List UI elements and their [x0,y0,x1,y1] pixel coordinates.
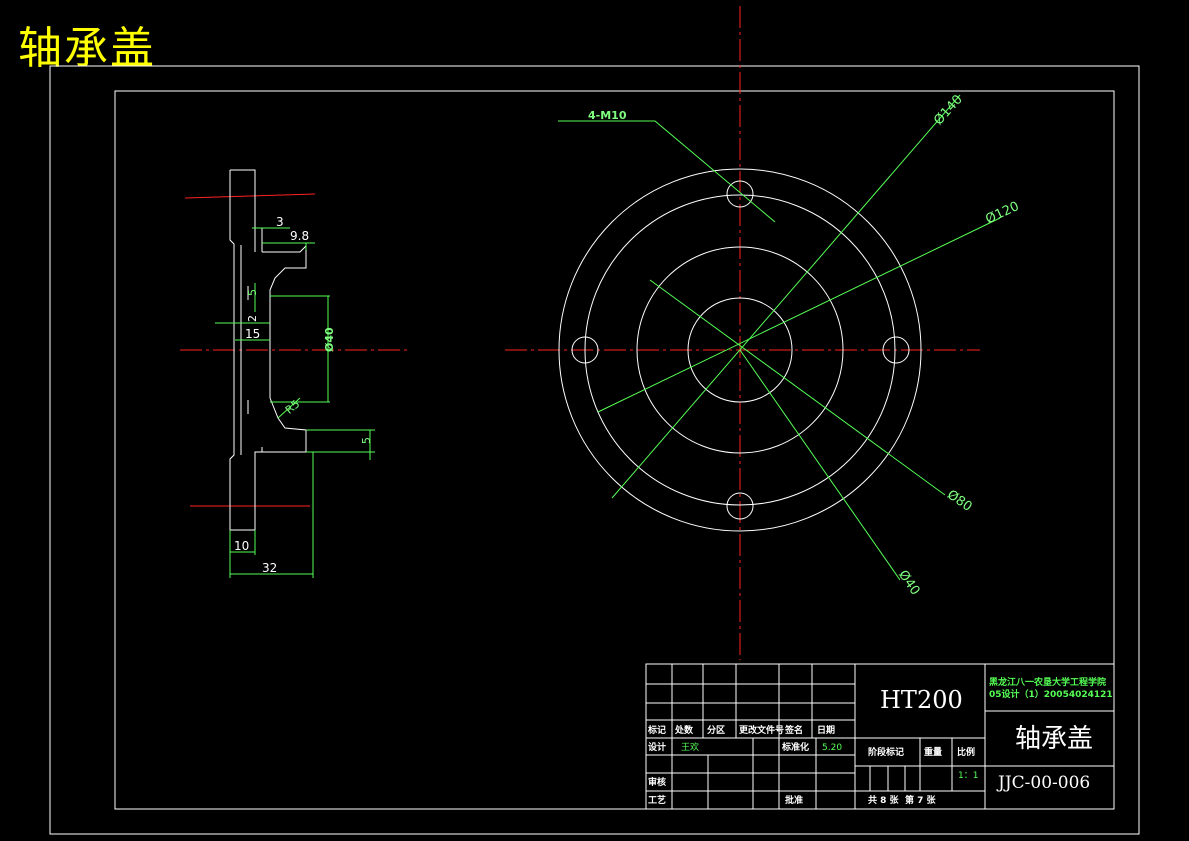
side-hole-centerline-top [184,193,316,199]
dim-d120: Ø120 [983,199,1021,227]
dim-15: 15 [245,327,260,341]
dim-5-top: 5 [246,289,259,296]
tb-drawing-number: JJC-00-006 [996,773,1090,793]
dim-d40-front: Ø40 [895,568,923,599]
tb-weight-label: 重量 [924,746,942,758]
tb-header-count: 处数 [674,724,694,736]
tb-standard-date: 5.20 [822,743,842,753]
tb-header-sign: 签名 [784,724,803,736]
outer-border [49,65,1140,835]
circle-d120 [584,194,896,506]
tb-designer: 王欢 [681,741,699,753]
front-circles [558,168,922,532]
tb-part-name: 轴承盖 [1015,724,1093,754]
circle-d40 [687,297,793,403]
tb-approve-label: 批准 [785,794,803,806]
dim-r5: R5 [283,397,303,416]
inner-border [114,90,1115,810]
front-view: 4-M10 Ø140 Ø120 Ø80 Ø40 [505,6,1022,660]
bolt-hole-right [882,336,910,364]
tb-header-change-doc: 更改文件号 [739,724,784,736]
tb-sheet-current: 第 7 张 [905,794,937,806]
circle-d140 [558,168,922,532]
bolt-hole-left [571,336,599,364]
dim-3: 3 [276,215,284,229]
tb-header-date: 日期 [817,724,835,736]
dim-9-8: 9.8 [290,229,309,243]
tb-design-label: 设计 [648,741,666,753]
dim-5-bottom: 5 [360,437,373,444]
tb-stage-label: 阶段标记 [868,746,904,758]
tb-scale-label: 比例 [957,746,975,758]
dim-2: 2 [246,315,259,322]
title-block: 标记 处数 分区 更改文件号 签名 日期 设计 王欢 标准化 5.20 审核 工… [645,663,1115,810]
dim-d40-side: Ø40 [323,327,336,352]
tb-standardization-label: 标准化 [781,741,809,753]
tb-header-mark: 标记 [647,724,666,736]
dim-4-m10: 4-M10 [588,109,627,122]
circle-d80 [636,246,844,454]
front-dimension-lines [558,94,1001,581]
bolt-hole-bottom [726,492,754,520]
tb-sheets-total: 共 8 张 [868,794,900,806]
tb-material: HT200 [880,686,963,714]
tb-review-label: 审核 [648,776,666,788]
dim-d140: Ø140 [931,92,966,128]
tb-process-label: 工艺 [648,794,666,806]
dim-10: 10 [234,539,249,553]
bolt-hole-top [726,180,754,208]
tb-scale-value: 1：1 [958,771,978,781]
side-view: 3 9.8 5 2 15 Ø40 R5 5 10 32 [180,169,410,578]
tb-school-line1: 黑龙江八一农垦大学工程学院 [989,676,1106,688]
side-dimension-lines [215,227,375,578]
tb-school-line2: 05设计（1）20054024121 [989,688,1113,700]
dim-32: 32 [262,561,277,575]
dim-d80: Ø80 [944,487,975,515]
tb-header-zone: 分区 [707,724,725,736]
